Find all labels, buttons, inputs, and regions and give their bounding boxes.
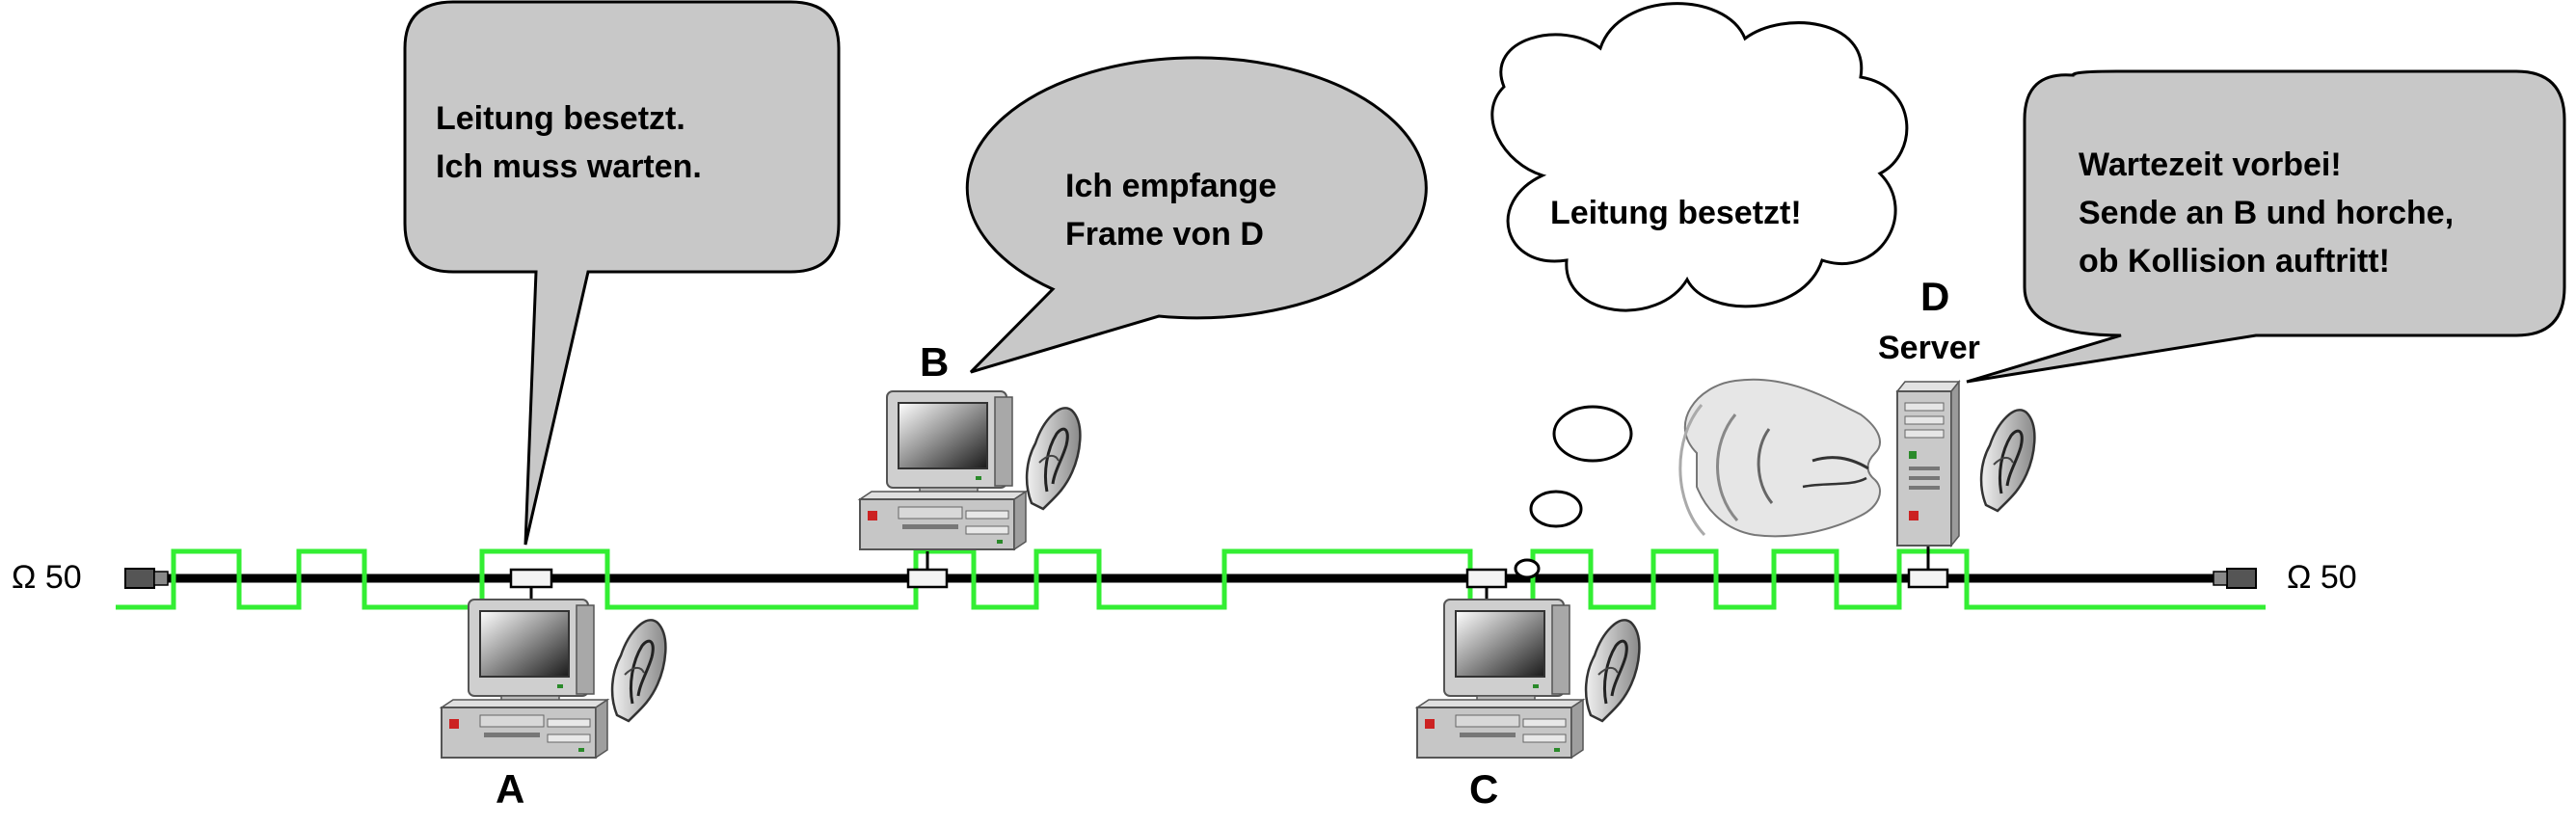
bubble-c-line1: Leitung besetzt! [1550,195,1802,231]
speech-bubble-a: Leitung besetzt. Ich muss warten. [403,0,841,546]
node-b-label: B [920,339,949,385]
thought-bubble-c: Leitung besetzt! [1490,2,1909,579]
server-d-icon [1895,379,1961,548]
node-c: C [1416,568,1641,812]
node-d: D Server [1678,274,2036,589]
node-a-label: A [496,766,524,812]
bubble-a-line2: Ich muss warten. [436,148,702,185]
ear-a-icon [610,618,667,723]
terminator-right [2213,568,2257,589]
talking-mouth-icon [1678,378,1881,538]
node-d-sublabel: Server [1878,330,1980,366]
ear-b-icon [1025,406,1082,511]
bubble-b-line1: Ich empfange [1065,168,1276,204]
bubble-d-line3: ob Kollision auftritt! [2079,243,2390,280]
bubble-b-line2: Frame von D [1065,216,1264,253]
pc-a-icon [441,599,608,759]
node-c-label: C [1469,766,1498,812]
terminator-right-label: Ω 50 [2287,559,2357,596]
node-b: B [859,339,1082,589]
node-d-label: D [1920,274,1949,319]
pc-b-icon [859,390,1027,550]
bubble-d-line2: Sende an B und horche, [2079,195,2454,231]
speech-bubble-d: Wartezeit vorbei! Sende an B und horche,… [1966,69,2566,384]
speech-bubble-b: Ich empfange Frame von D [965,56,1428,374]
signal-waveform [116,548,2266,610]
terminator-left-label: Ω 50 [12,559,82,596]
node-a: A [441,568,667,812]
pc-c-icon [1416,599,1584,759]
ear-d-icon [1979,408,2036,513]
bubble-a-line1: Leitung besetzt. [436,100,685,137]
bubble-d-line1: Wartezeit vorbei! [2079,147,2342,183]
terminator-left [124,568,169,589]
ear-c-icon [1584,618,1641,723]
